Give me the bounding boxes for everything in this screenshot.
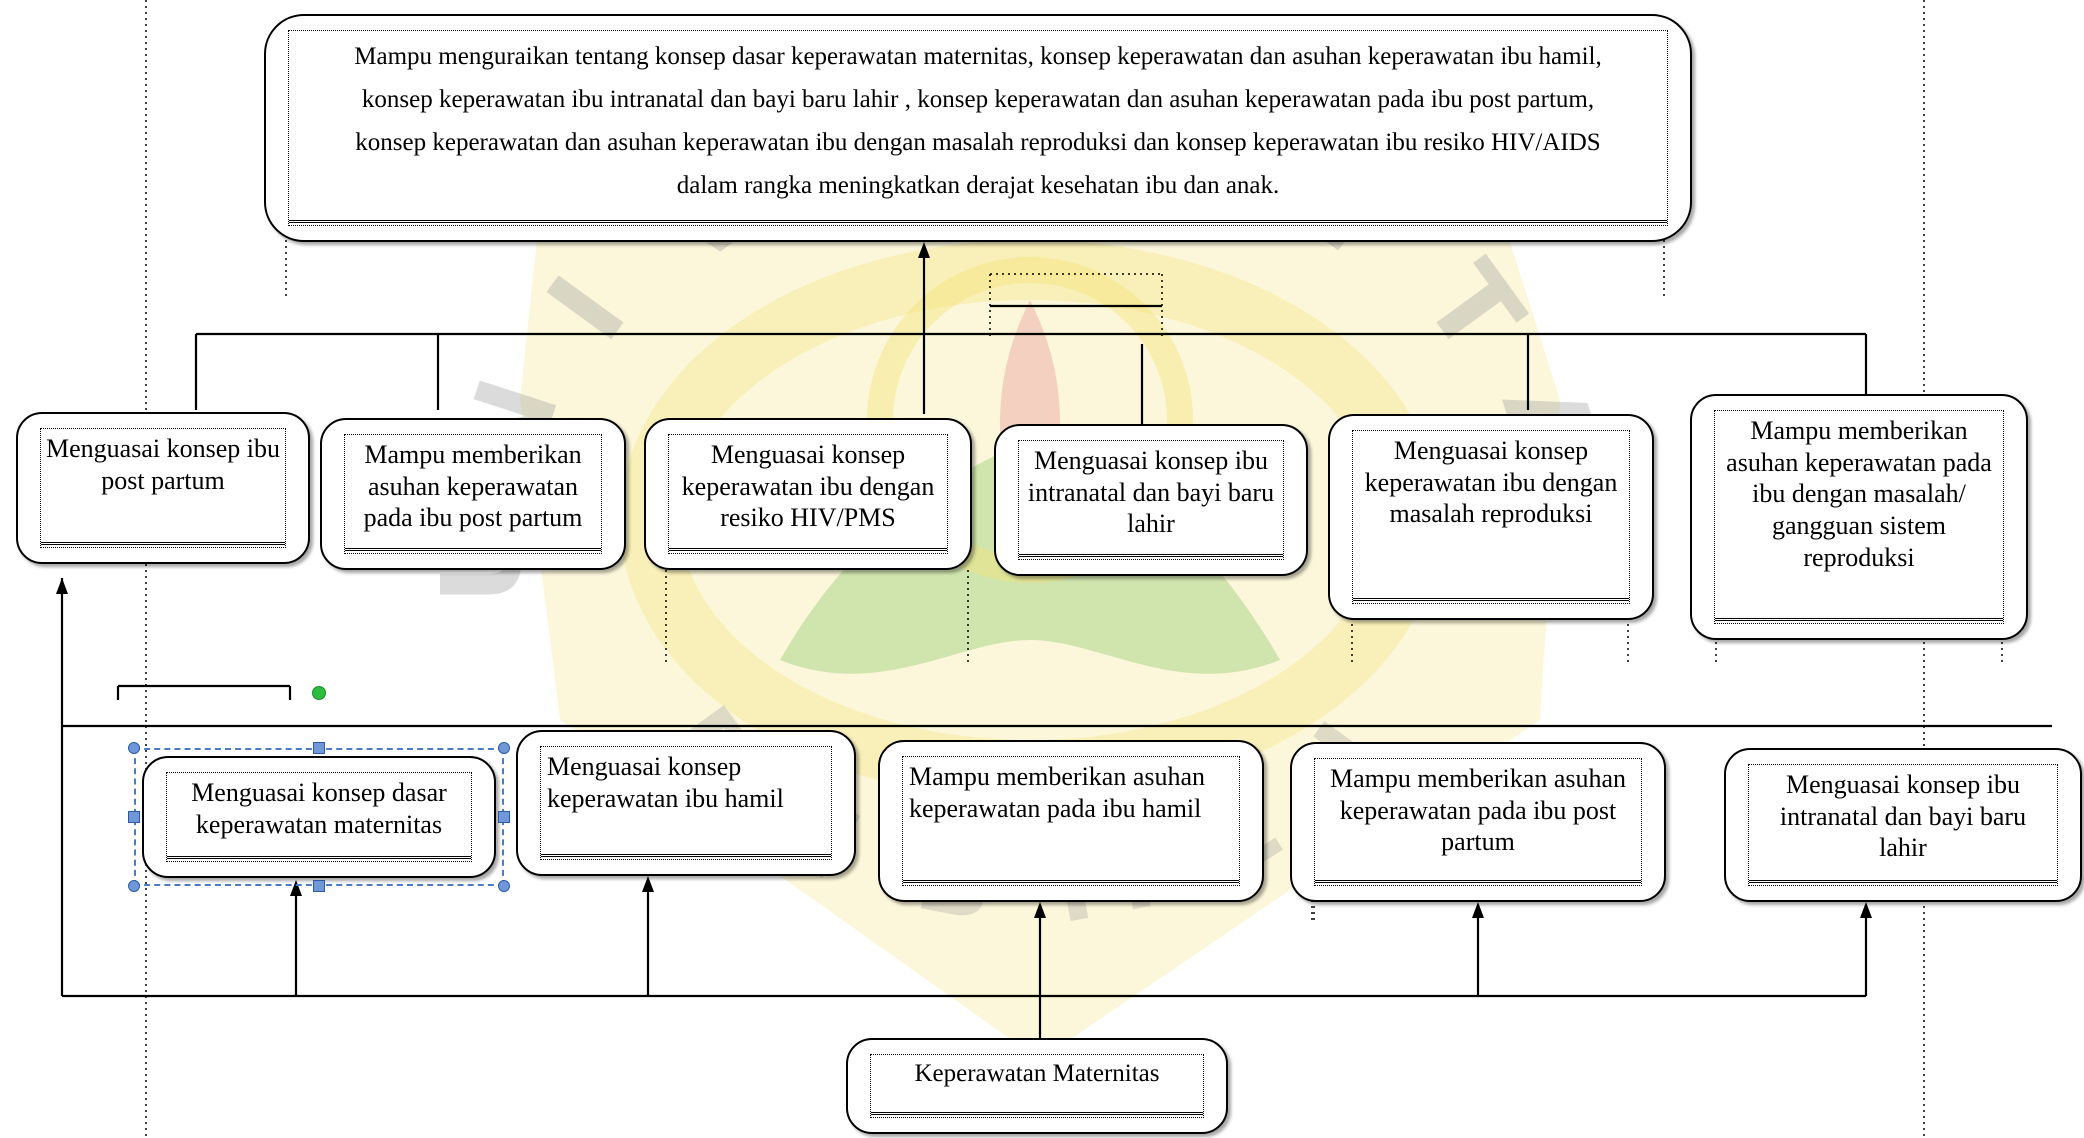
goal-arrow <box>918 242 930 258</box>
upper-box-intranatal[interactable]: Menguasai konsep ibu intranatal dan bayi… <box>994 424 1308 576</box>
upper-box-post-partum-concept[interactable]: Menguasai konsep ibu post partum <box>16 412 310 564</box>
upper-box-hiv-pms[interactable]: Menguasai konsep keperawatan ibu dengan … <box>644 418 972 570</box>
resize-handle-top-right[interactable] <box>498 742 510 754</box>
root-box[interactable]: Keperawatan Maternitas <box>846 1038 1228 1134</box>
lower-arrow <box>1472 902 1484 918</box>
lower-arrow <box>1034 902 1046 918</box>
upper-box-reproduction-concept[interactable]: Menguasai konsep keperawatan ibu dengan … <box>1328 414 1654 620</box>
resize-handle-top-left[interactable] <box>128 742 140 754</box>
upper-box-label: Menguasai konsep keperawatan ibu dengan … <box>668 434 948 554</box>
resize-handle-top[interactable] <box>313 742 325 754</box>
rotate-handle[interactable] <box>312 686 326 700</box>
lower-box-post-partum-care[interactable]: Mampu memberikan asuhan keperawatan pada… <box>1290 742 1666 902</box>
resize-handle-bottom-right[interactable] <box>498 880 510 892</box>
lower-box-label: Menguasai konsep keperawatan ibu hamil <box>540 746 832 860</box>
lower-box-pregnancy-concept[interactable]: Menguasai konsep keperawatan ibu hamil <box>516 730 856 876</box>
lower-box-label: Menguasai konsep dasar keperawatan mater… <box>166 772 472 862</box>
lower-arrow <box>1860 902 1872 918</box>
lower-arrow <box>642 876 654 892</box>
resize-handle-right[interactable] <box>498 811 510 823</box>
resize-handle-left[interactable] <box>128 811 140 823</box>
lower-arrow <box>290 880 302 896</box>
upper-box-label: Menguasai konsep keperawatan ibu dengan … <box>1352 430 1630 604</box>
upper-box-label: Mampu memberikan asuhan keperawatan pada… <box>344 434 602 554</box>
goal-text: Mampu menguraikan tentang konsep dasar k… <box>288 30 1668 226</box>
lower-box-label: Mampu memberikan asuhan keperawatan pada… <box>902 756 1240 886</box>
upper-box-label: Menguasai konsep ibu post partum <box>40 428 286 548</box>
lower-box-basic-maternity[interactable]: Menguasai konsep dasar keperawatan mater… <box>142 756 496 878</box>
resize-handle-bottom-left[interactable] <box>128 880 140 892</box>
lower-box-label: Mampu memberikan asuhan keperawatan pada… <box>1314 758 1642 886</box>
upper-box-reproduction-care[interactable]: Mampu memberikan asuhan keperawatan pada… <box>1690 394 2028 640</box>
lower-box-label: Menguasai konsep ibu intranatal dan bayi… <box>1748 764 2058 886</box>
post-partum-arrow <box>56 578 68 594</box>
root-label: Keperawatan Maternitas <box>870 1054 1204 1118</box>
lower-box-intranatal[interactable]: Menguasai konsep ibu intranatal dan bayi… <box>1724 748 2082 902</box>
upper-box-label: Mampu memberikan asuhan keperawatan pada… <box>1714 410 2004 624</box>
upper-box-post-partum-care[interactable]: Mampu memberikan asuhan keperawatan pada… <box>320 418 626 570</box>
lower-box-pregnancy-care[interactable]: Mampu memberikan asuhan keperawatan pada… <box>878 740 1264 902</box>
resize-handle-bottom[interactable] <box>313 880 325 892</box>
upper-box-label: Menguasai konsep ibu intranatal dan bayi… <box>1018 440 1284 560</box>
goal-box[interactable]: Mampu menguraikan tentang konsep dasar k… <box>264 14 1692 242</box>
